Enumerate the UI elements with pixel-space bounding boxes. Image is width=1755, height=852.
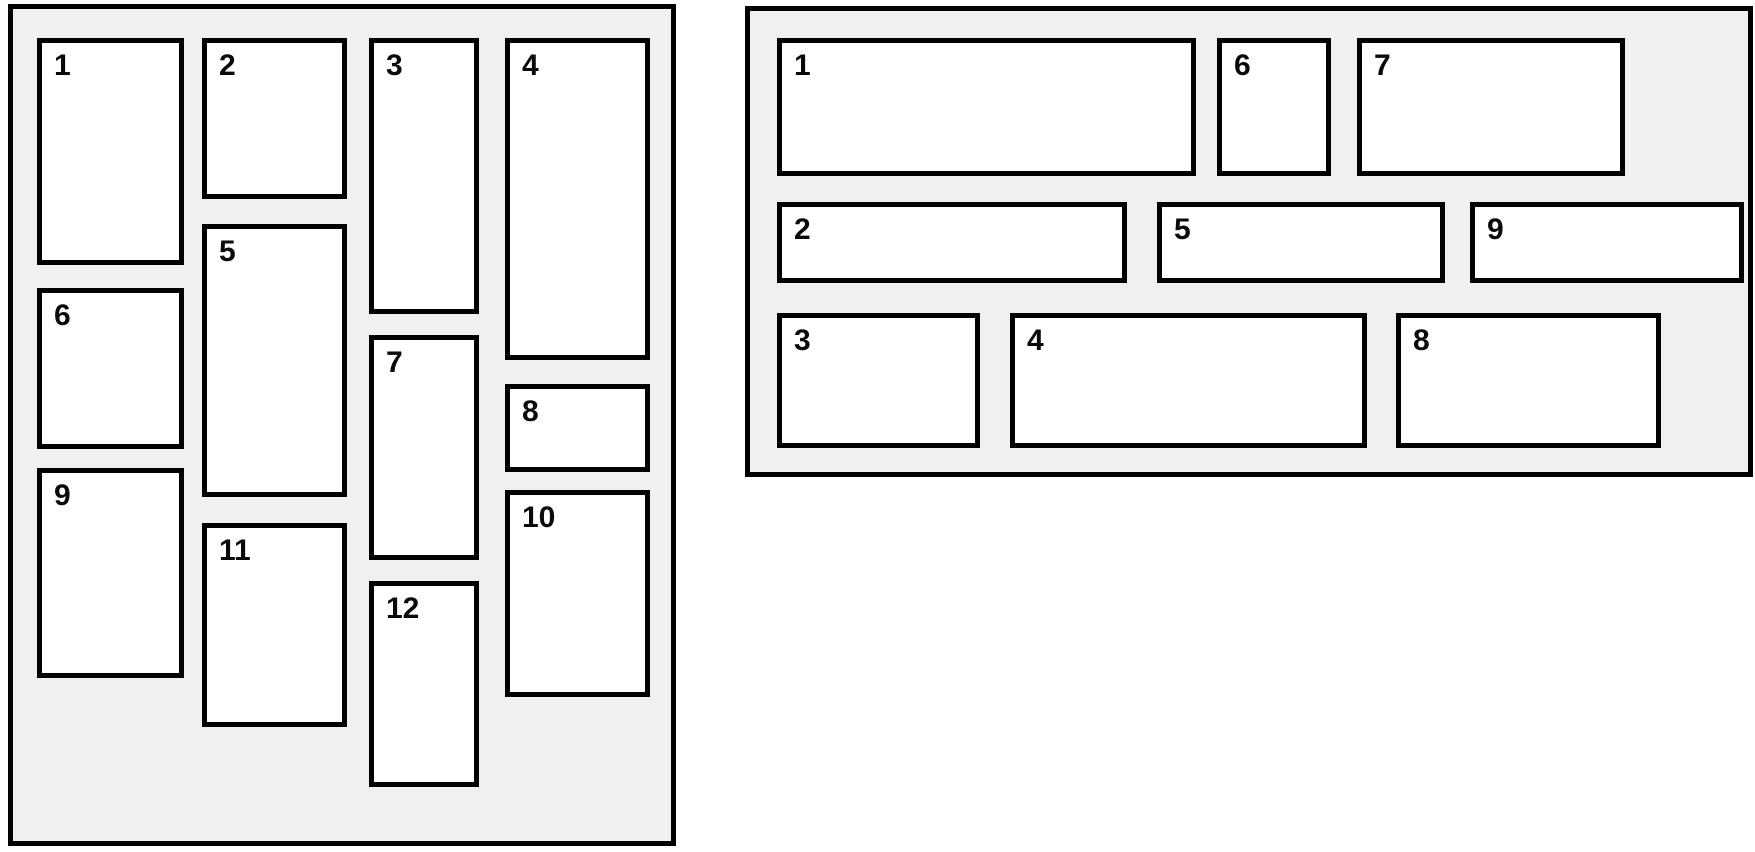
masonry-item-1: 1 <box>37 38 184 265</box>
masonry-item-8: 8 <box>1396 313 1661 448</box>
masonry-item-label: 8 <box>1413 324 1430 357</box>
masonry-item-label: 9 <box>1487 213 1504 246</box>
masonry-item-label: 3 <box>794 324 811 357</box>
masonry-item-12: 12 <box>369 581 479 787</box>
horizontal-masonry-panel: 1 6 7 2 5 9 3 4 8 <box>745 6 1753 477</box>
masonry-item-3: 3 <box>777 313 980 448</box>
masonry-item-label: 6 <box>1234 49 1251 82</box>
masonry-item-label: 2 <box>219 49 236 82</box>
masonry-item-label: 3 <box>386 49 403 82</box>
masonry-item-9: 9 <box>37 468 184 678</box>
masonry-item-label: 4 <box>522 49 539 82</box>
masonry-item-6: 6 <box>37 288 184 449</box>
masonry-item-2: 2 <box>202 38 347 199</box>
masonry-item-11: 11 <box>202 523 347 727</box>
masonry-item-label: 1 <box>794 49 811 82</box>
masonry-item-label: 10 <box>522 501 556 534</box>
masonry-item-2: 2 <box>777 202 1127 283</box>
masonry-item-4: 4 <box>1010 313 1367 448</box>
masonry-item-label: 1 <box>54 49 71 82</box>
masonry-item-label: 7 <box>386 346 403 379</box>
masonry-item-9: 9 <box>1470 202 1744 283</box>
masonry-item-5: 5 <box>1157 202 1445 283</box>
masonry-item-5: 5 <box>202 224 347 497</box>
masonry-item-label: 6 <box>54 299 71 332</box>
masonry-item-label: 5 <box>1174 213 1191 246</box>
masonry-item-label: 9 <box>54 479 71 512</box>
masonry-item-6: 6 <box>1217 38 1331 176</box>
masonry-item-label: 12 <box>386 592 420 625</box>
masonry-item-7: 7 <box>369 335 479 560</box>
masonry-item-10: 10 <box>505 490 650 697</box>
masonry-item-label: 8 <box>522 395 539 428</box>
masonry-item-label: 11 <box>219 534 251 567</box>
masonry-item-3: 3 <box>369 38 479 314</box>
masonry-item-label: 7 <box>1374 49 1391 82</box>
masonry-item-label: 4 <box>1027 324 1044 357</box>
masonry-item-1: 1 <box>777 38 1196 176</box>
masonry-item-label: 5 <box>219 235 236 268</box>
masonry-item-label: 2 <box>794 213 811 246</box>
masonry-item-8: 8 <box>505 384 650 472</box>
masonry-item-4: 4 <box>505 38 650 360</box>
masonry-item-7: 7 <box>1357 38 1625 176</box>
